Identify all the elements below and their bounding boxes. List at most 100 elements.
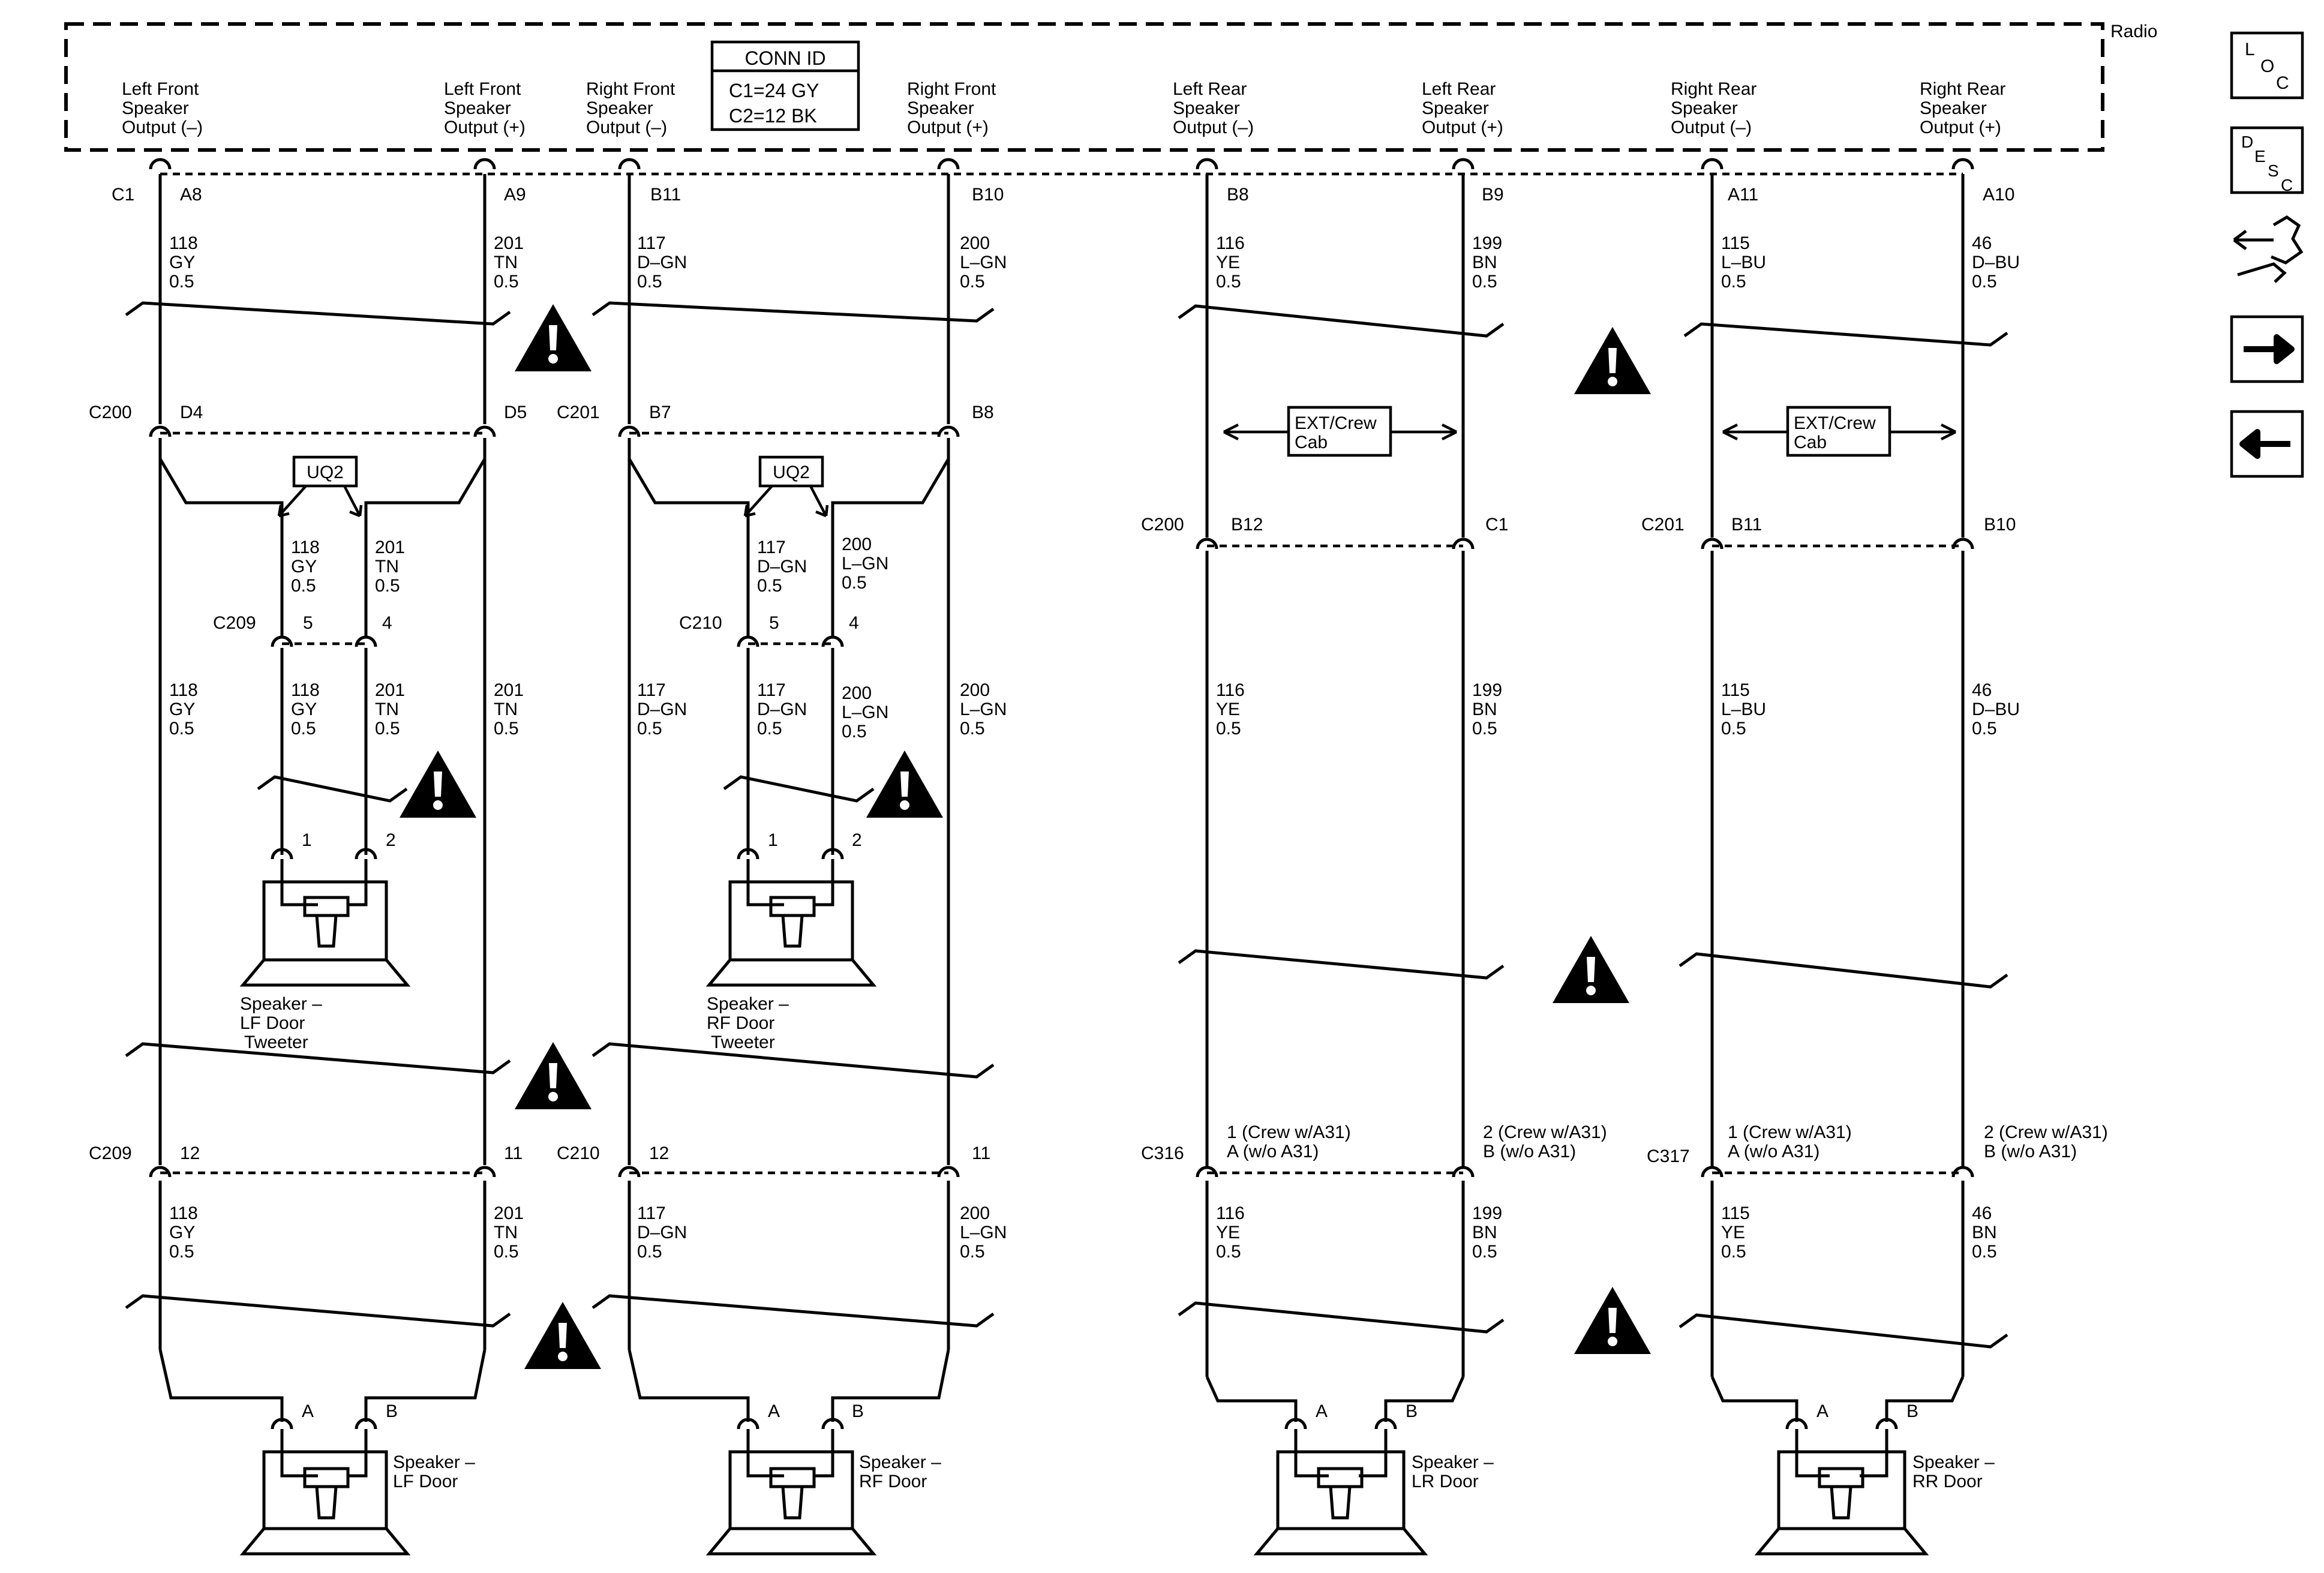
svg-text:D–BU: D–BU	[1972, 700, 2020, 719]
svg-text:0.5: 0.5	[1972, 272, 1997, 292]
svg-text:Output (+): Output (+)	[444, 118, 526, 137]
conn-id-box: CONN ID C1=24 GY C2=12 BK	[710, 40, 860, 131]
svg-text:Right Rear: Right Rear	[1920, 79, 2005, 99]
conn-c201-front: C201	[557, 403, 600, 422]
desc-button[interactable]: D E S C	[2230, 126, 2304, 194]
svg-text:200: 200	[960, 233, 990, 253]
radio-outline	[64, 22, 2104, 152]
svg-text:Speaker –: Speaker –	[393, 1452, 475, 1472]
svg-text:201: 201	[494, 680, 524, 700]
svg-text:B12: B12	[1231, 515, 1263, 535]
svg-text:B: B	[386, 1401, 398, 1421]
svg-text:BN: BN	[1472, 1223, 1497, 1242]
svg-text:0.5: 0.5	[637, 1242, 662, 1262]
svg-text:Output (+): Output (+)	[1422, 118, 1503, 137]
svg-text:L–GN: L–GN	[960, 1223, 1007, 1242]
svg-text:116: 116	[1216, 680, 1245, 700]
svg-text:116: 116	[1216, 1203, 1245, 1223]
loc-button[interactable]: L O C	[2230, 31, 2304, 100]
svg-text:BN: BN	[1472, 700, 1497, 719]
svg-text:L–GN: L–GN	[960, 700, 1007, 719]
warning-icons	[400, 304, 1651, 1369]
svg-text:B7: B7	[649, 403, 671, 422]
svg-text:S: S	[2268, 161, 2279, 180]
svg-text:Speaker: Speaker	[1920, 98, 1987, 118]
svg-text:0.5: 0.5	[1216, 719, 1241, 739]
svg-text:D–GN: D–GN	[757, 700, 807, 719]
svg-text:115: 115	[1721, 233, 1750, 253]
svg-text:11: 11	[504, 1143, 523, 1163]
svg-text:2: 2	[852, 830, 862, 850]
svg-text:A (w/o A31): A (w/o A31)	[1227, 1142, 1319, 1161]
svg-text:0.5: 0.5	[1472, 1242, 1497, 1262]
svg-text:0.5: 0.5	[637, 272, 662, 292]
svg-text:BN: BN	[1472, 253, 1497, 272]
svg-text:L: L	[2245, 40, 2255, 59]
svg-text:RR Door: RR Door	[1912, 1472, 1983, 1491]
svg-text:YE: YE	[1216, 253, 1240, 272]
svg-text:Speaker –: Speaker –	[1412, 1452, 1494, 1472]
svg-text:201: 201	[375, 538, 405, 557]
svg-text:0.5: 0.5	[291, 576, 316, 596]
svg-text:D4: D4	[180, 403, 203, 422]
svg-text:12: 12	[649, 1143, 669, 1163]
svg-text:A (w/o A31): A (w/o A31)	[1728, 1142, 1819, 1161]
svg-text:0.5: 0.5	[960, 1242, 985, 1262]
lower-rear-connectors: C316 1 (Crew w/A31) A (w/o A31) 2 (Crew …	[1141, 1122, 2108, 1178]
svg-text:Speaker: Speaker	[1173, 98, 1240, 118]
svg-text:118: 118	[169, 1203, 198, 1223]
svg-text:0.5: 0.5	[1972, 719, 1997, 739]
svg-text:199: 199	[1472, 1203, 1502, 1223]
svg-text:Output (+): Output (+)	[907, 118, 989, 137]
radio-label: Radio	[2110, 22, 2157, 41]
tweeter-lf: 1 2 Speaker – LF Door Tweeter	[239, 830, 411, 1052]
previous-button[interactable]	[2230, 410, 2304, 478]
svg-text:199: 199	[1472, 233, 1502, 253]
svg-text:L–GN: L–GN	[960, 253, 1007, 272]
speaker-lf-door: A B Speaker – LF Door	[239, 1401, 475, 1556]
svg-text:B: B	[852, 1401, 864, 1421]
svg-text:Speaker: Speaker	[1671, 98, 1738, 118]
svg-text:RF Door: RF Door	[707, 1013, 774, 1033]
svg-text:46: 46	[1972, 233, 1992, 253]
svg-text:Speaker –: Speaker –	[707, 994, 789, 1014]
pin-a9: A9	[504, 185, 526, 205]
svg-text:D–GN: D–GN	[637, 700, 687, 719]
svg-text:B11: B11	[1731, 515, 1762, 535]
speaker-rf-door: A B Speaker – RF Door	[705, 1401, 941, 1556]
repair-wrench-icon[interactable]	[2233, 215, 2304, 283]
svg-text:B: B	[1406, 1401, 1418, 1421]
svg-text:D: D	[2241, 133, 2253, 151]
conn-c317: C317	[1647, 1146, 1690, 1166]
svg-text:200: 200	[960, 680, 990, 700]
svg-text:1 (Crew w/A31): 1 (Crew w/A31)	[1728, 1122, 1852, 1142]
svg-text:201: 201	[494, 233, 524, 253]
svg-text:1: 1	[768, 830, 778, 850]
svg-text:GY: GY	[291, 557, 317, 577]
next-button[interactable]	[2230, 315, 2304, 383]
svg-text:0.5: 0.5	[375, 719, 400, 739]
conn-c210-lower: C210	[557, 1143, 600, 1163]
conn-c210-tweeter: C210	[679, 613, 722, 633]
svg-text:201: 201	[375, 680, 405, 700]
svg-text:0.5: 0.5	[960, 272, 985, 292]
svg-text:TN: TN	[494, 253, 518, 272]
svg-text:Speaker –: Speaker –	[859, 1452, 941, 1472]
warning-icon	[1574, 1287, 1651, 1354]
conn-c200-front: C200	[89, 403, 132, 422]
warning-icon	[866, 751, 943, 818]
svg-text:117: 117	[637, 680, 666, 700]
svg-text:5: 5	[769, 613, 779, 633]
conn-c316: C316	[1141, 1143, 1184, 1163]
svg-text:Right Front: Right Front	[586, 79, 675, 99]
svg-text:0.5: 0.5	[842, 573, 867, 593]
